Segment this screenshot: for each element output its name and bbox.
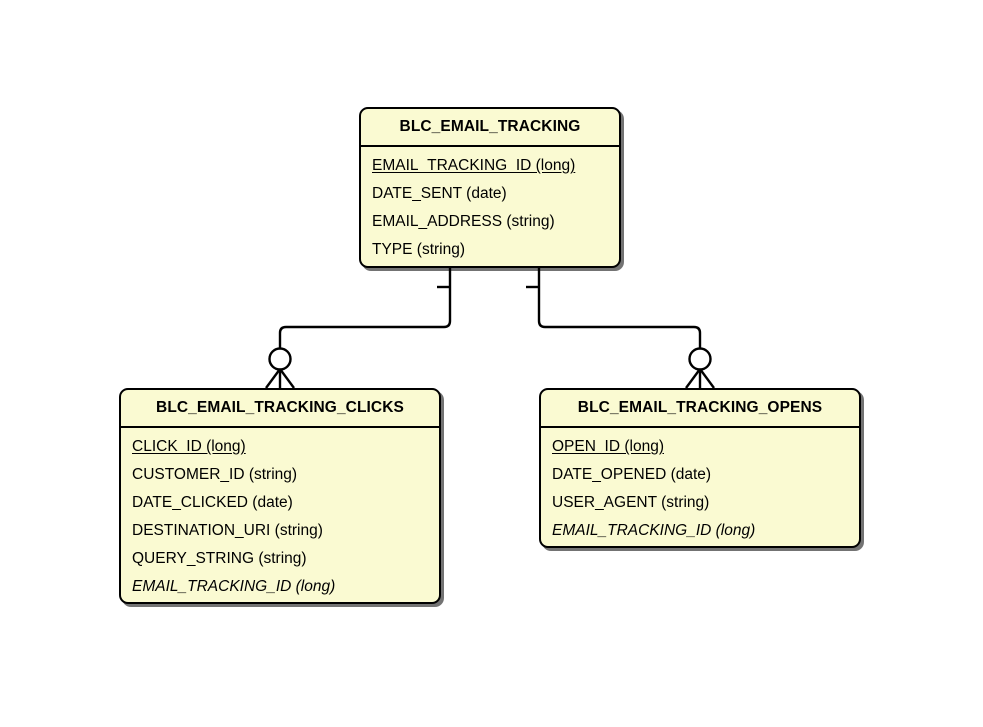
attribute-row: EMAIL_TRACKING_ID (long) — [372, 157, 576, 174]
attribute-row: DATE_OPENED (date) — [552, 466, 712, 483]
attribute-row: QUERY_STRING (string) — [132, 550, 307, 567]
entity-blc-email-tracking-opens[interactable]: BLC_EMAIL_TRACKING_OPENS OPEN_ID (long) … — [539, 388, 861, 548]
attribute-list: CLICK_ID (long) CUSTOMER_ID (string) DAT… — [121, 428, 439, 602]
entity-blc-email-tracking-clicks[interactable]: BLC_EMAIL_TRACKING_CLICKS CLICK_ID (long… — [119, 388, 441, 604]
entity-title: BLC_EMAIL_TRACKING — [361, 109, 619, 147]
attribute-row: CLICK_ID (long) — [132, 438, 246, 455]
attribute-row: CUSTOMER_ID (string) — [132, 466, 298, 483]
cardinality-zero-circle — [268, 347, 292, 371]
attribute-row: OPEN_ID (long) — [552, 438, 664, 455]
attribute-list: OPEN_ID (long) DATE_OPENED (date) USER_A… — [541, 428, 859, 546]
attribute-row: DESTINATION_URI (string) — [132, 522, 323, 539]
cardinality-many-crowsfoot — [265, 368, 295, 389]
attribute-row: EMAIL_TRACKING_ID (long) — [552, 522, 756, 539]
connector-tracking-to-opens — [526, 268, 715, 389]
cardinality-many-crowsfoot — [685, 368, 715, 389]
attribute-row: EMAIL_TRACKING_ID (long) — [132, 578, 336, 595]
attribute-row: DATE_SENT (date) — [372, 185, 507, 202]
attribute-list: EMAIL_TRACKING_ID (long) DATE_SENT (date… — [361, 147, 619, 266]
attribute-row: DATE_CLICKED (date) — [132, 494, 293, 511]
entity-blc-email-tracking[interactable]: BLC_EMAIL_TRACKING EMAIL_TRACKING_ID (lo… — [359, 107, 621, 268]
entity-title: BLC_EMAIL_TRACKING_OPENS — [541, 390, 859, 428]
entity-title: BLC_EMAIL_TRACKING_CLICKS — [121, 390, 439, 428]
attribute-row: USER_AGENT (string) — [552, 494, 710, 511]
connector-tracking-to-clicks — [265, 268, 452, 389]
attribute-row: EMAIL_ADDRESS (string) — [372, 213, 555, 230]
cardinality-zero-circle — [688, 347, 712, 371]
attribute-row: TYPE (string) — [372, 241, 466, 258]
